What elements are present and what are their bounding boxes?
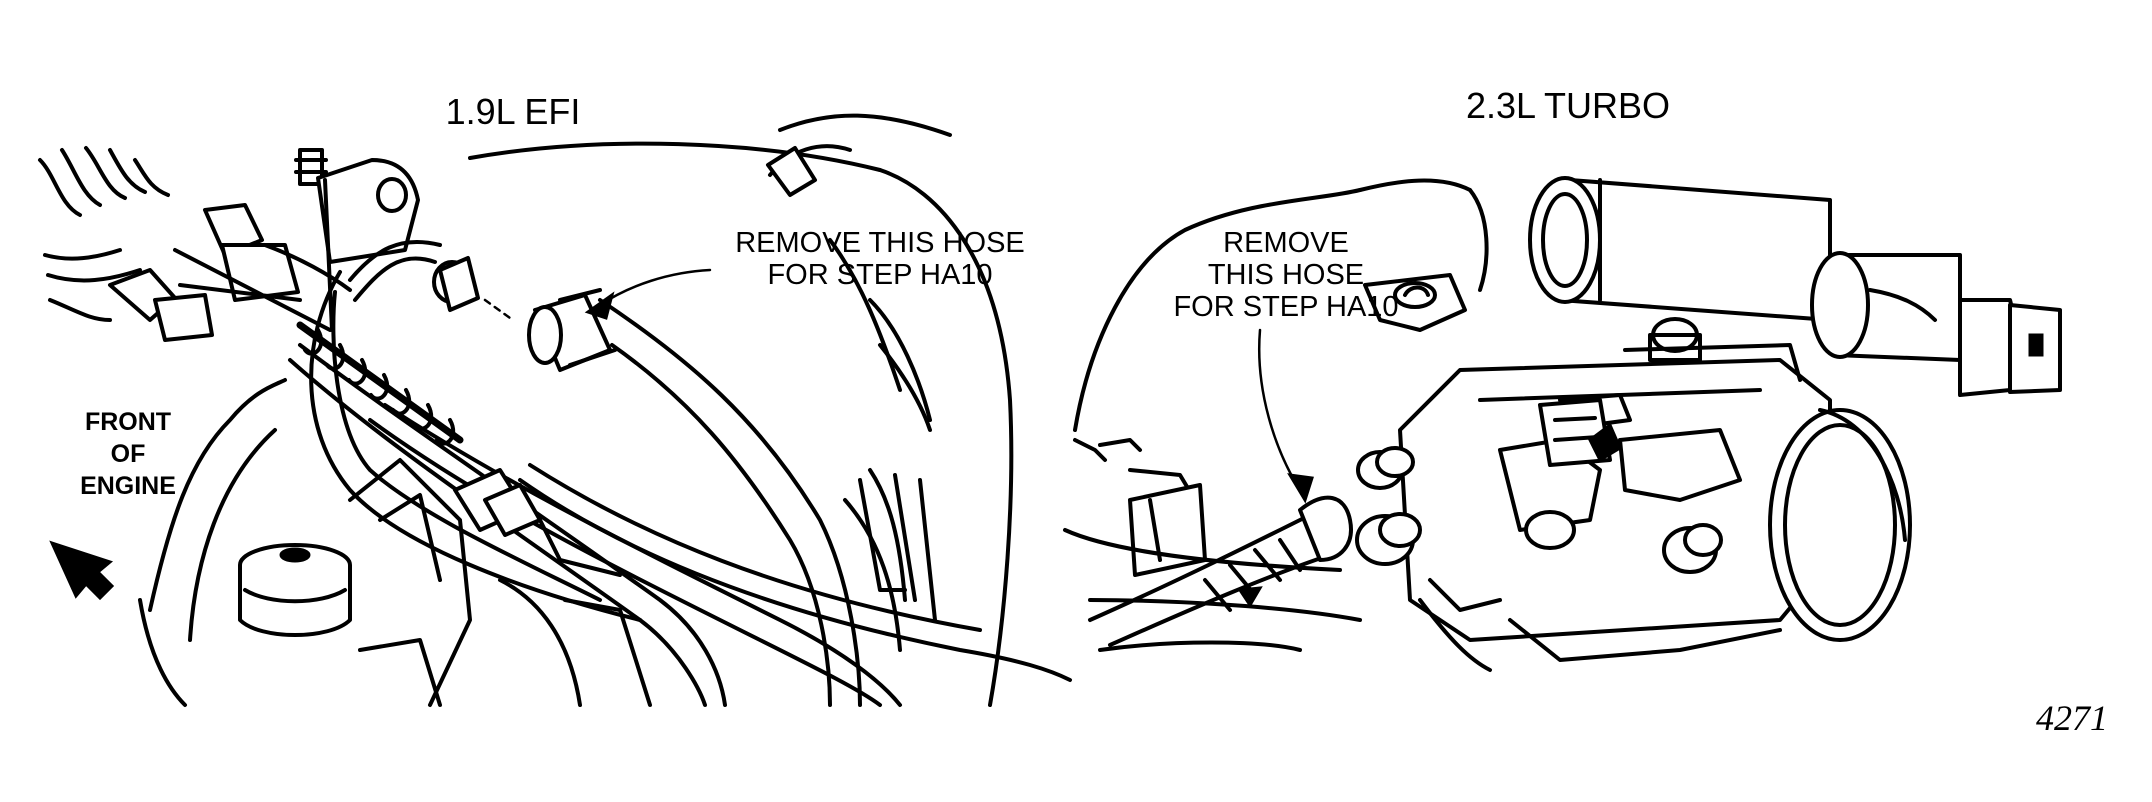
efi-callout-arrowhead (584, 291, 615, 320)
direction-arrow-icon (49, 540, 115, 601)
efi-callout-line-2: FOR STEP HA10 (767, 259, 992, 291)
front-of-engine-line-3: ENGINE (80, 472, 176, 500)
efi-engine-illustration (38, 113, 1072, 707)
front-of-engine-line-2: OF (111, 440, 146, 468)
turbo-callout-line-1: REMOVE (1223, 227, 1349, 259)
turbo-engine-illustration (1063, 176, 2062, 672)
bolt-right (1662, 523, 1723, 574)
figure-number: 4271 (2036, 698, 2108, 738)
turbo-callout-leader (1258, 328, 1302, 492)
efi-title: 1.9L EFI (446, 91, 581, 132)
bolt-left-lower (1355, 512, 1422, 566)
front-of-engine-line-1: FRONT (85, 408, 171, 436)
bolt-left-upper (1356, 446, 1415, 490)
turbo-callout-line-2: THIS HOSE (1208, 259, 1364, 291)
turbo-title: 2.3L TURBO (1466, 85, 1670, 126)
turbo-callout-arrowhead (1287, 473, 1314, 504)
turbo-callout-line-3: FOR STEP HA10 (1173, 291, 1398, 323)
efi-callout-line-1: REMOVE THIS HOSE (735, 227, 1025, 259)
efi-callout-leader (598, 268, 712, 307)
